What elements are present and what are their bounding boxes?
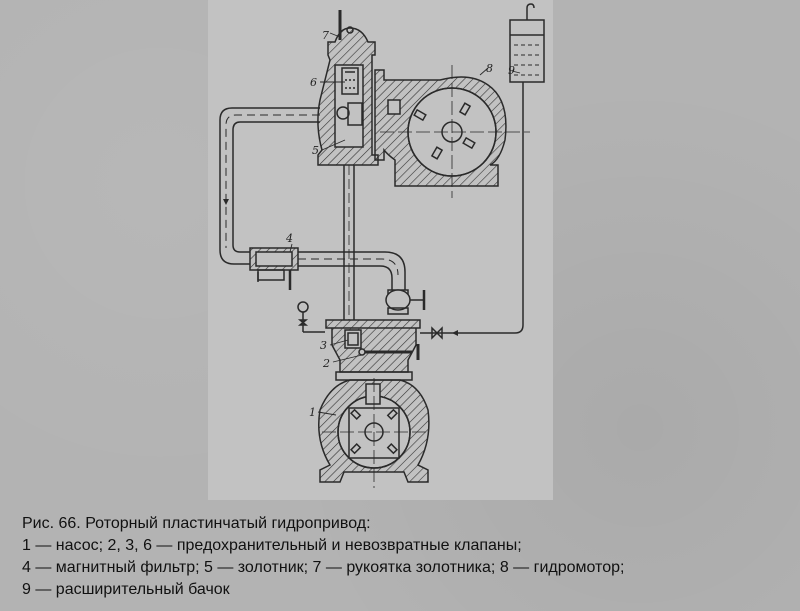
label-6: 6 [310, 76, 317, 89]
hydraulic-drive-diagram: 7 6 5 8 9 4 3 2 1 [219, 3, 545, 488]
label-2: 2 [322, 357, 330, 370]
caption-line-2: 1 — насос; 2, 3, 6 — предохранительный и… [22, 537, 522, 554]
label-8: 8 [486, 62, 493, 75]
label-3: 3 [320, 339, 327, 352]
supply-pipe [298, 251, 406, 290]
return-pipe [219, 107, 320, 265]
expansion-tank [509, 3, 545, 83]
caption-line-3: 4 — магнитный фильтр; 5 — золотник; 7 — … [22, 559, 625, 576]
vane-pump [318, 371, 430, 488]
leader-lines [289, 32, 521, 416]
gate-valve [385, 289, 426, 315]
spool-housing [317, 10, 379, 166]
hydraulic-motor [374, 65, 530, 198]
label-7: 7 [322, 29, 329, 42]
magnetic-filter [249, 247, 299, 290]
vertical-pipe [343, 165, 355, 320]
figure-caption: Рис. 66. Роторный пластинчатый гидроприв… [22, 513, 782, 601]
pressure-gauge [297, 301, 325, 333]
tank-line [420, 82, 524, 340]
label-4: 4 [285, 232, 293, 245]
valve-block [325, 319, 421, 373]
caption-line-4: 9 — расширительный бачок [22, 581, 230, 598]
label-1: 1 [309, 406, 316, 419]
label-9: 9 [508, 64, 515, 77]
caption-title: Рис. 66. Роторный пластинчатый гидроприв… [22, 515, 371, 532]
label-5: 5 [312, 144, 319, 157]
